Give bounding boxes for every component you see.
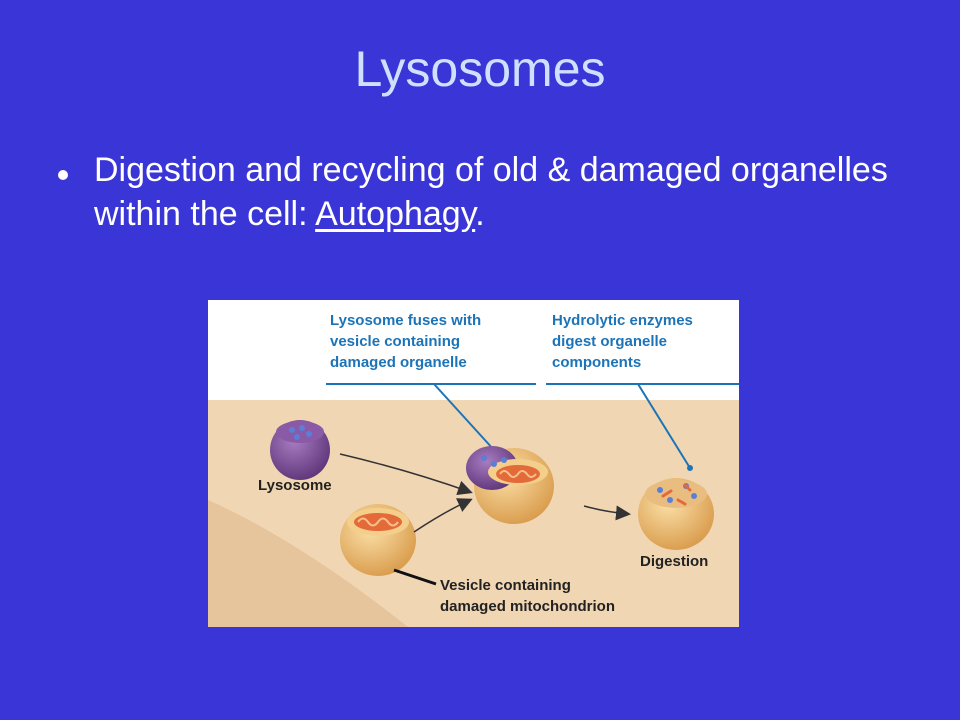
label-lysosome: Lysosome bbox=[258, 477, 332, 494]
caption-left-line-2: vesicle containing bbox=[330, 333, 460, 350]
caption-left-line-1: Lysosome fuses with bbox=[330, 312, 481, 329]
arrow-vesicle-to-fusion bbox=[413, 498, 473, 533]
caption-right: Hydrolytic enzymes digest organelle comp… bbox=[552, 312, 697, 371]
pointer-line-vesicle bbox=[393, 568, 437, 586]
bullet-marker bbox=[58, 170, 68, 180]
autophagy-diagram: Lysosome fuses with vesicle containing d… bbox=[208, 300, 739, 627]
caption-left: Lysosome fuses with vesicle containing d… bbox=[330, 312, 485, 371]
caption-left-line-3: damaged organelle bbox=[330, 354, 467, 371]
vesicle-mitochondrion-icon bbox=[340, 504, 416, 576]
pointer-line-digestion bbox=[637, 383, 691, 469]
label-vesicle-line-2: damaged mitochondrion bbox=[440, 598, 615, 615]
cytoplasm-area bbox=[208, 400, 739, 627]
pointer-line-fusion bbox=[433, 383, 495, 451]
digestion-vesicle-icon bbox=[638, 478, 714, 550]
bullet-text-prefix: Digestion and recycling of old & damaged… bbox=[94, 151, 888, 233]
caption-right-line-2: digest organelle bbox=[552, 333, 667, 350]
arrow-fusion-to-digestion bbox=[583, 505, 631, 521]
arrow-lysosome-to-fusion bbox=[339, 453, 473, 496]
lysosome-icon bbox=[270, 420, 330, 480]
autophagy-figure: Lysosome fuses with vesicle containing d… bbox=[208, 300, 739, 627]
label-vesicle-line-1: Vesicle containing bbox=[440, 577, 571, 594]
bullet-list: Digestion and recycling of old & damaged… bbox=[58, 148, 918, 236]
fused-vesicle-icon bbox=[466, 446, 554, 524]
bullet-term: Autophagy bbox=[315, 195, 476, 233]
membrane-region bbox=[208, 500, 408, 627]
slide-title: Lysosomes bbox=[354, 41, 606, 97]
label-vesicle: Vesicle containing damaged mitochondrion bbox=[440, 577, 615, 615]
caption-right-line-3: components bbox=[552, 354, 641, 371]
label-digestion: Digestion bbox=[640, 553, 708, 570]
bullet-item: Digestion and recycling of old & damaged… bbox=[94, 148, 918, 236]
caption-right-line-1: Hydrolytic enzymes bbox=[552, 312, 693, 329]
pointer-dot-digestion bbox=[687, 465, 693, 471]
bullet-text-suffix: . bbox=[475, 195, 485, 233]
